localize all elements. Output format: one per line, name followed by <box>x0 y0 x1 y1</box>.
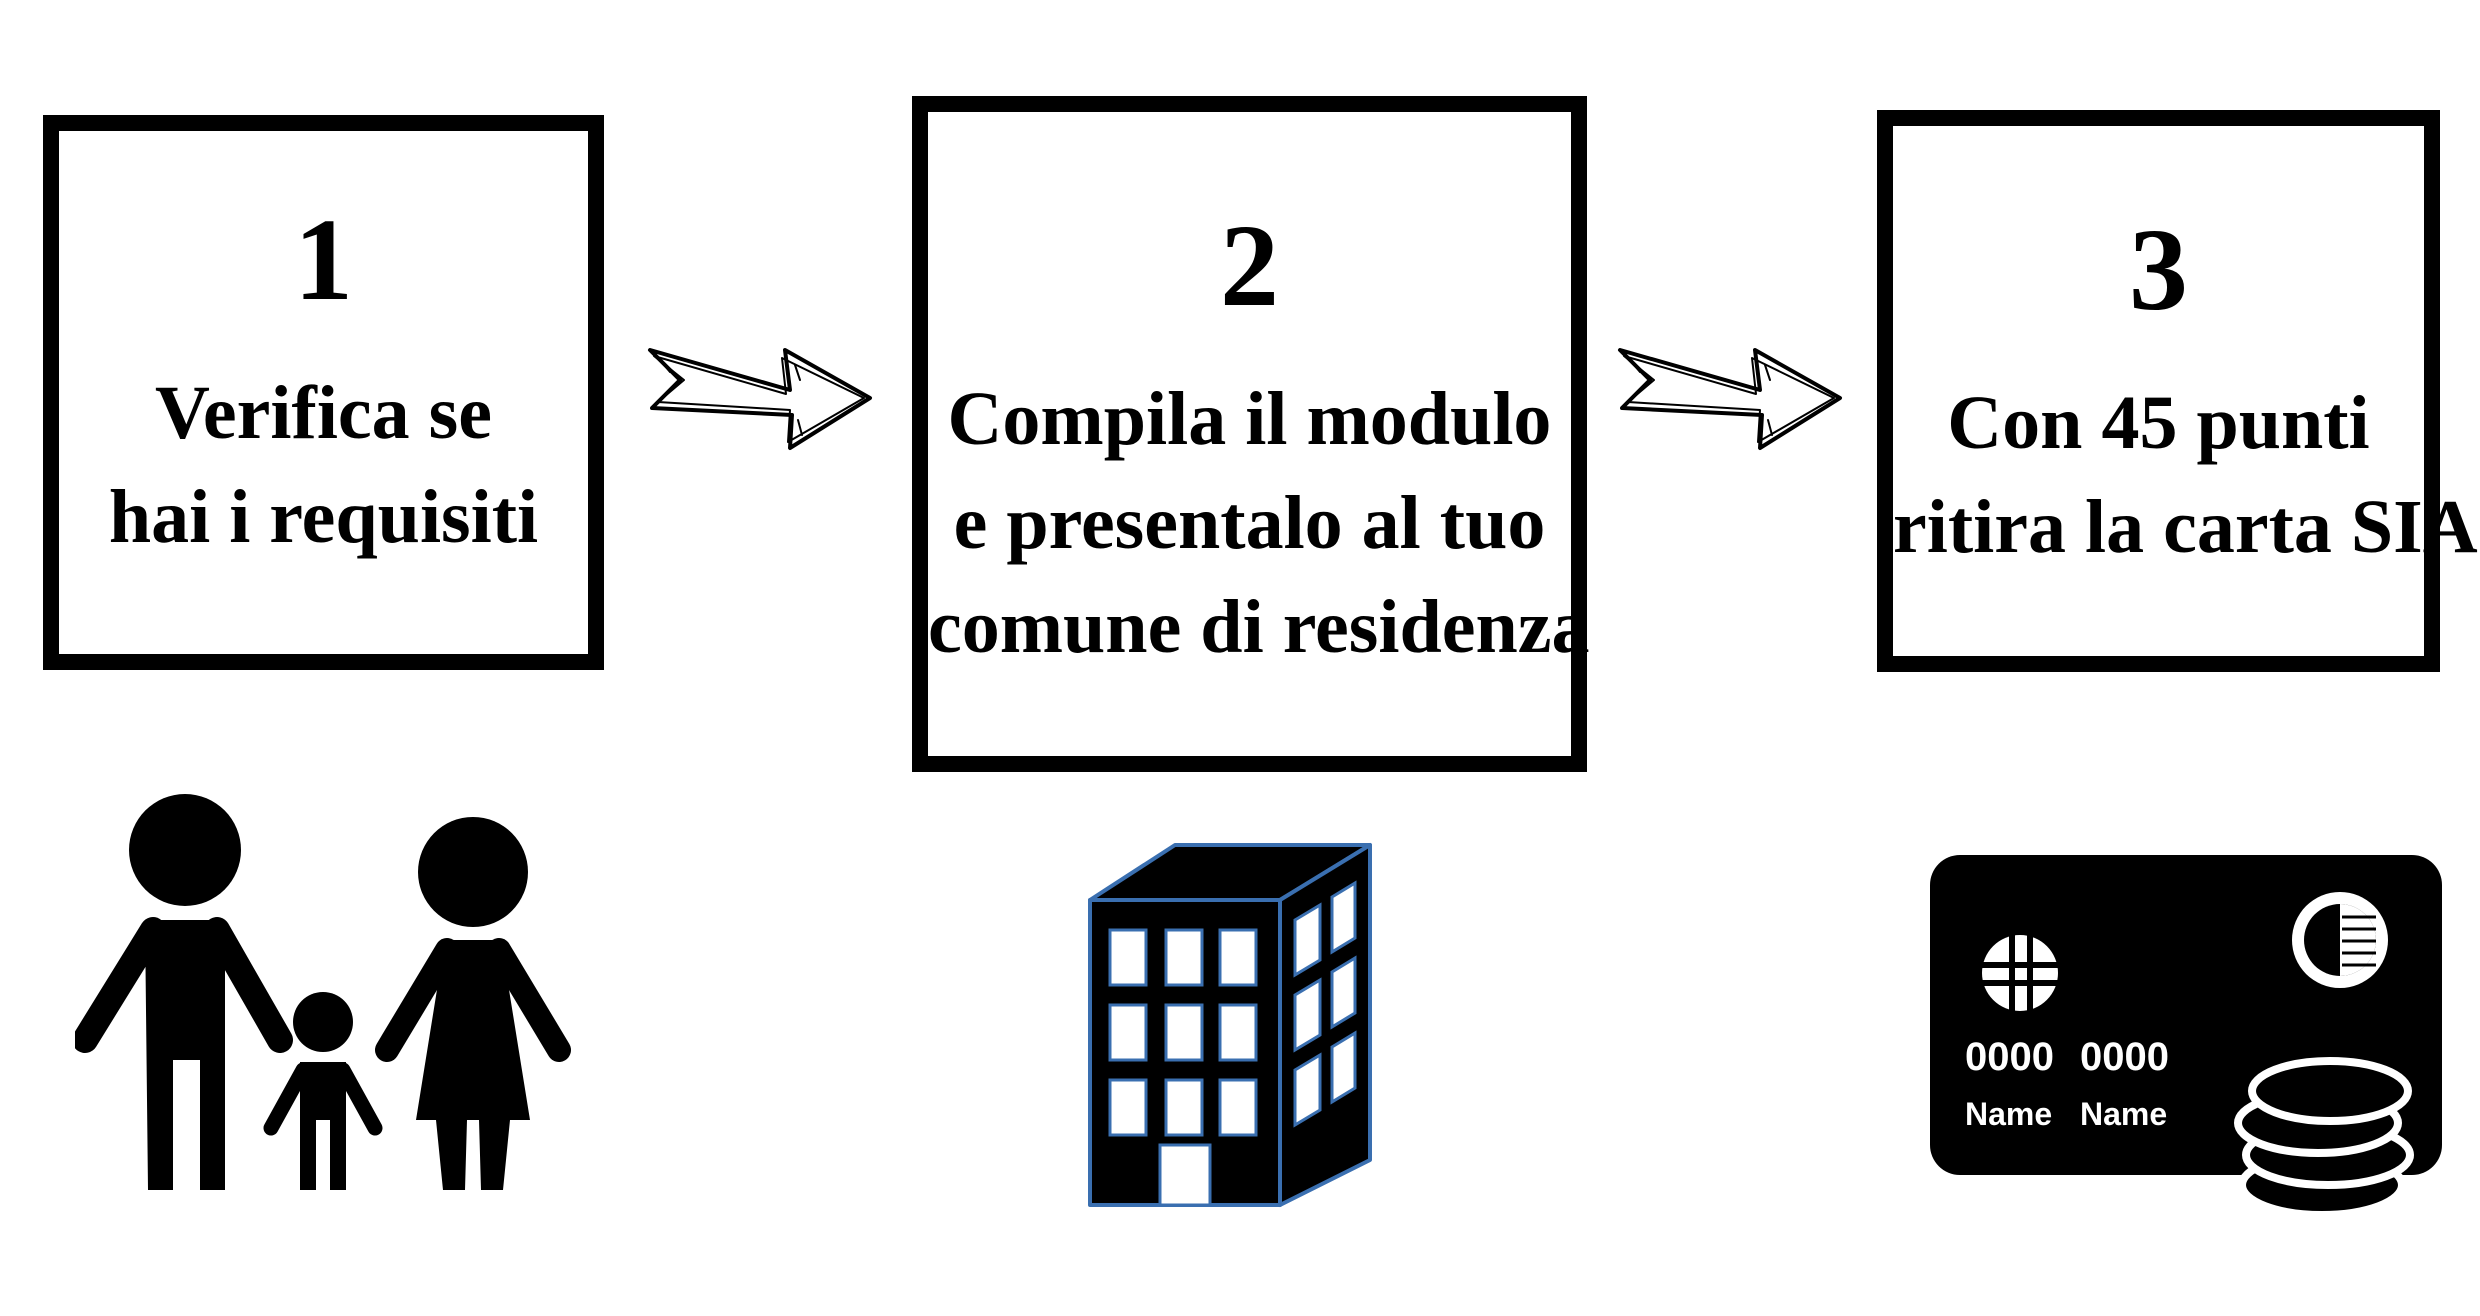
card-name-1: Name <box>1965 1096 2052 1132</box>
step-1-line-1: Verifica se <box>155 371 492 455</box>
step-2-line-2: e presentalo al tuo <box>953 481 1546 565</box>
building-icon <box>1088 843 1372 1207</box>
sketch-arrow-icon <box>648 348 872 450</box>
step-2-number: 2 <box>1220 200 1279 331</box>
step-2-line-3: comune di residenza <box>928 585 1590 669</box>
coins-icon <box>2234 1057 2414 1219</box>
card-chip-icon <box>1982 935 2058 1011</box>
sketch-arrow-icon <box>1618 348 1842 450</box>
step-1-number: 1 <box>294 194 353 325</box>
family-icon <box>75 794 571 1190</box>
step-2-box: 2 Compila il modulo e presentalo al tuo … <box>912 96 1590 772</box>
card-number-2: 0000 <box>2080 1035 2169 1079</box>
step-3-text: Con 45 punti ritira la carta SIA <box>1893 371 2478 579</box>
credit-card-icon: 0000 0000 Name Name <box>1930 855 2442 1219</box>
card-number-1: 0000 <box>1965 1035 2054 1079</box>
step-3-number: 3 <box>2129 204 2188 335</box>
step-1-box: 1 Verifica se hai i requisiti <box>43 115 604 670</box>
step-3-line-1: Con 45 punti <box>1947 381 2370 465</box>
step-3-line-2: ritira la carta SIA <box>1893 485 2478 569</box>
step-3-box: 3 Con 45 punti ritira la carta SIA <box>1877 110 2478 672</box>
step-1-text: Verifica se hai i requisiti <box>59 361 588 569</box>
step-2-line-1: Compila il modulo <box>947 377 1552 461</box>
card-logo-icon <box>2292 892 2388 988</box>
step-1-line-2: hai i requisiti <box>108 475 539 559</box>
card-name-2: Name <box>2080 1096 2167 1132</box>
step-2-text: Compila il modulo e presentalo al tuo co… <box>928 367 1590 679</box>
